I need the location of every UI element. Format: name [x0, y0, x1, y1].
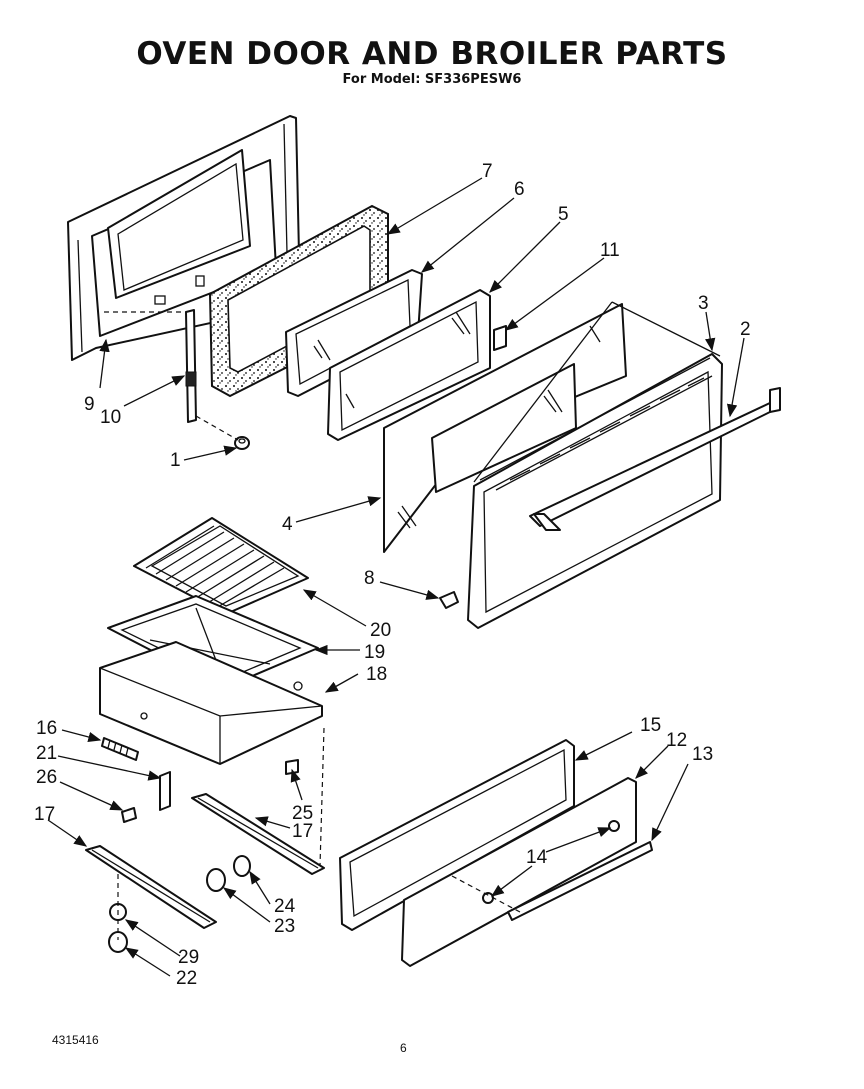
page-title: OVEN DOOR AND BROILER PARTS	[136, 36, 728, 72]
callout-1: 1	[170, 450, 181, 471]
callout-6: 6	[514, 179, 525, 200]
callout-5: 5	[558, 204, 569, 225]
callout-15: 15	[640, 715, 661, 736]
alignment-lines	[104, 311, 521, 940]
callout-21: 21	[36, 743, 57, 764]
page-number: 6	[400, 1041, 407, 1055]
broiler-pan	[99, 641, 323, 765]
callout-23: 23	[274, 916, 295, 937]
callout-19: 19	[364, 642, 385, 663]
door-handle	[529, 387, 781, 531]
callout-14: 14	[526, 847, 548, 868]
document-number: 4315416	[52, 1033, 99, 1047]
inner-glass	[327, 289, 491, 441]
callout-13: 13	[692, 744, 713, 765]
leader-lines	[47, 177, 745, 977]
roller-part-22	[108, 931, 128, 953]
callout-16: 16	[36, 718, 57, 739]
callout-18: 18	[366, 664, 387, 685]
rail-left	[85, 845, 217, 929]
bracket-part-11	[493, 325, 507, 351]
callout-9: 9	[84, 394, 95, 415]
callout-29: 29	[178, 947, 199, 968]
callout-25: 25	[292, 803, 313, 824]
callout-17-right: 17	[292, 821, 313, 842]
callout-3: 3	[698, 293, 709, 314]
broiler-drawer-panel	[339, 739, 575, 931]
callout-10: 10	[100, 407, 121, 428]
rail-right	[191, 793, 325, 875]
callout-7: 7	[482, 161, 493, 182]
broiler-drawer-front	[401, 777, 637, 967]
roller-part-23	[206, 868, 226, 892]
hinge-part-8	[439, 591, 459, 609]
callout-4: 4	[282, 514, 293, 535]
callout-17-left: 17	[34, 804, 55, 825]
callout-26: 26	[36, 767, 57, 788]
roller-part-24	[233, 855, 251, 877]
vent-slots	[509, 377, 705, 481]
model-subtitle: For Model: SF336PESW6	[342, 72, 522, 87]
callout-11: 11	[600, 240, 620, 261]
callout-20: 20	[370, 620, 391, 641]
bracket-part-21	[159, 771, 171, 811]
door-seal-strip	[185, 309, 197, 423]
callout-labels: 7 6 5 11 3 2 9 10 1 4 8 20 19 18 16 21 2…	[34, 161, 751, 989]
spring-part-16	[101, 737, 139, 761]
callout-24: 24	[274, 896, 296, 917]
callout-22: 22	[176, 968, 197, 989]
drawer-handle-strip	[507, 841, 653, 921]
clip-part-14	[482, 820, 620, 904]
screw-part-1	[234, 436, 250, 450]
callout-12: 12	[666, 730, 687, 751]
callout-8: 8	[364, 568, 375, 589]
callout-2: 2	[740, 319, 751, 340]
screw-part-26	[121, 807, 137, 823]
